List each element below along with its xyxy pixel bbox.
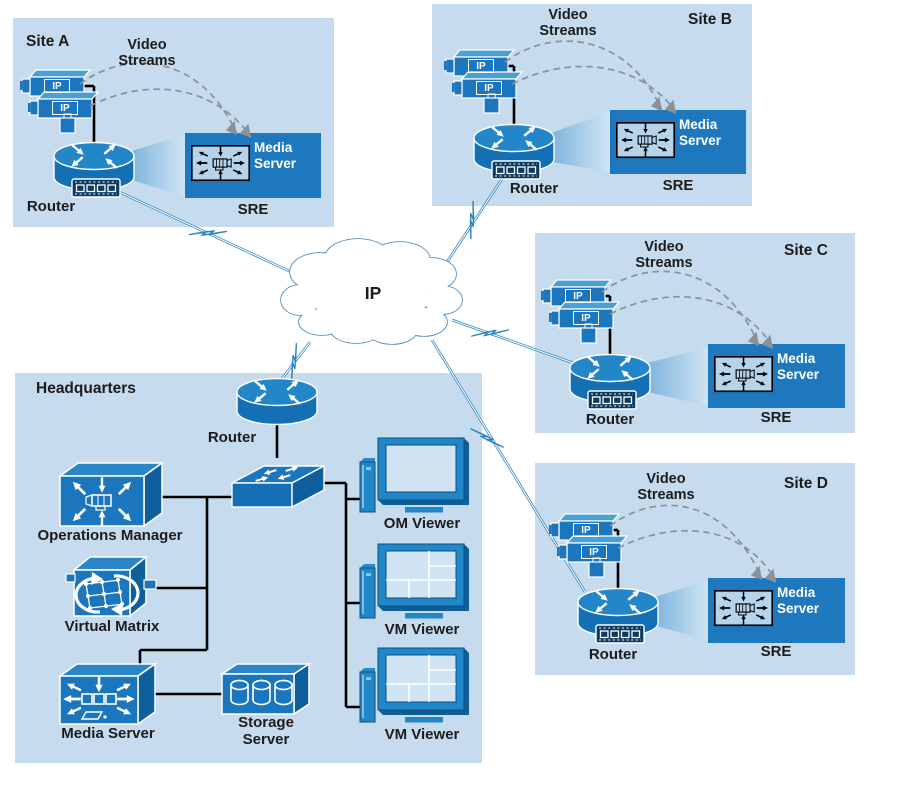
ip-cloud [280,238,463,345]
om-viewer-label: OM Viewer [383,515,461,532]
operations-manager-label: Operations Manager [37,527,183,544]
site-d-camera-1-label: IP [573,523,599,537]
site-d-video-streams-label: Video Streams [637,471,695,504]
site-c-sre-label: SRE [760,409,792,426]
site-d-media-server-label: Media Server [777,585,820,617]
storage-server-label: Storage Server [238,714,294,748]
vm-viewer-1-label: VM Viewer [384,621,460,638]
media-server-icon [192,146,249,180]
om-viewer-monitor-icon [377,437,470,513]
vm-viewer-monitor-icon [378,648,469,723]
sre-boxes [185,110,845,643]
media-server-icon [617,123,674,157]
media-server-hq-icon [60,664,155,724]
site-b-camera-2-label: IP [476,81,502,95]
hq-media-server-label: Media Server [61,725,155,742]
site-c-media-server-label: Media Server [777,351,820,383]
site-b-router-label: Router [509,180,559,197]
site-d-sre-label: SRE [760,643,792,660]
site-d-router-label: Router [588,646,638,663]
site-a-camera-2-label: IP [52,101,78,115]
site-d-title: Site D [784,475,828,492]
site-b-media-server-label: Media Server [679,117,722,149]
site-c-router-label: Router [585,411,635,428]
storage-server-icon [221,663,310,715]
sre-zoom-beams [128,112,708,640]
site-a-title: Site A [26,33,70,50]
site-a-router-label: Router [26,198,76,215]
site-a-camera-1-label: IP [44,79,70,93]
lightning-bolt-icon [471,318,509,348]
vm-viewer-monitor-icon [378,544,469,619]
site-c-camera-2-label: IP [573,311,599,325]
site-b-sre-label: SRE [662,177,694,194]
hq-router-label: Router [207,429,257,446]
site-c-title: Site C [784,242,828,259]
site-c-camera-1-label: IP [565,289,591,303]
pc-tower-icon [359,667,376,723]
media-server-icon [715,357,772,391]
video-stream-arrows [79,40,780,587]
site-a-sre-label: SRE [237,201,269,218]
site-a-video-streams-label: Video Streams [118,37,176,70]
pc-tower-icon [359,563,376,619]
site-d-camera-2-label: IP [581,545,607,559]
router-icon [237,378,317,425]
virtual-matrix-label: Virtual Matrix [64,618,160,635]
site-b-camera-1-label: IP [468,59,494,73]
site-b-title: Site B [688,11,732,28]
operations-manager-icon [60,463,162,526]
site-b-video-streams-label: Video Streams [539,7,597,40]
media-server-icon [715,591,772,625]
site-a-media-server-label: Media Server [254,140,297,172]
pc-tower-icon [359,457,376,513]
headquarters-title: Headquarters [36,380,136,397]
ip-cloud-label: IP [364,283,382,303]
site-c-video-streams-label: Video Streams [635,239,693,272]
vm-viewer-2-label: VM Viewer [384,726,460,743]
